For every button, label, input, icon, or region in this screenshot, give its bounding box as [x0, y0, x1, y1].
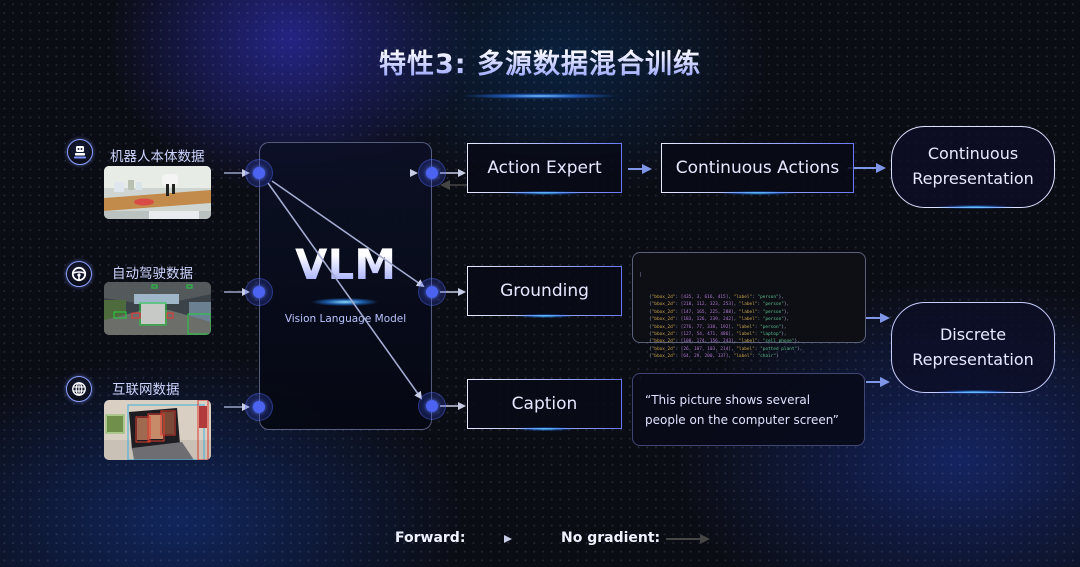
continuous-actions-glow	[718, 191, 798, 195]
code-line: {"bbox_2d": [276, 77, 338, 192], "label"…	[649, 324, 787, 330]
caption-glow	[515, 427, 575, 431]
vlm-output-node-caption	[418, 392, 446, 420]
caption-output-line1: “This picture shows several	[645, 393, 811, 407]
code-line: {"bbox_2d": [108, 174, 156, 243], "label…	[649, 339, 800, 345]
driving-data-thumbnail	[104, 282, 211, 335]
internet-data-thumbnail	[104, 400, 211, 460]
grounding-label: Grounding	[500, 281, 589, 301]
code-line: {"bbox_2d": [435, 3, 616, 415], "label":…	[649, 295, 784, 301]
vlm-output-node-action	[418, 159, 446, 187]
source-label-robot: 机器人本体数据	[110, 149, 205, 165]
vlm-input-node-internet	[245, 393, 273, 421]
robot-icon	[67, 139, 93, 165]
discrete-representation-box: Discrete Representation	[891, 302, 1055, 393]
source-label-internet: 互联网数据	[112, 382, 180, 398]
caption-output-line2: people on the computer screen”	[645, 413, 839, 427]
continuous-actions-box: Continuous Actions	[661, 143, 854, 193]
grounding-glow	[515, 314, 575, 318]
robot-data-thumbnail	[104, 166, 211, 219]
continuous-repr-glow	[935, 205, 1015, 209]
code-open-bracket: [	[639, 272, 642, 278]
code-lines: {"bbox_2d": [435, 3, 616, 415], "label":…	[639, 294, 865, 361]
code-line: {"bbox_2d": [218, 112, 323, 253], "label…	[649, 302, 790, 308]
globe-icon	[66, 376, 92, 402]
continuous-repr-line1: Continuous	[927, 144, 1019, 164]
vlm-glow	[312, 298, 378, 306]
discrete-repr-line2: Representation	[912, 349, 1034, 369]
code-line: {"bbox_2d": [26, 107, 103, 214], "label"…	[649, 346, 803, 352]
continuous-representation-box: Continuous Representation	[891, 126, 1055, 208]
action-expert-label: Action Expert	[487, 158, 602, 178]
caption-box: Caption	[467, 379, 622, 429]
grounding-box: Grounding	[467, 266, 622, 316]
code-line: {"bbox_2d": [147, 165, 225, 288], "label…	[649, 309, 790, 315]
code-line: {"bbox_2d": [127, 54, 471, 486], "label"…	[649, 332, 787, 338]
page-title: 特性3: 多源数据混合训练	[0, 42, 1080, 81]
title-glow	[460, 93, 620, 99]
discrete-repr-line1: Discrete	[939, 324, 1007, 344]
steering-wheel-icon	[66, 261, 92, 287]
continuous-repr-line2: Representation	[912, 169, 1034, 188]
source-label-driving: 自动驾驶数据	[112, 266, 193, 282]
vlm-input-node-driving	[245, 278, 273, 306]
action-expert-box: Action Expert	[467, 143, 622, 193]
vlm-input-node-robot	[245, 159, 273, 187]
vlm-title: VLM	[259, 240, 432, 289]
vlm-subtitle: Vision Language Model	[284, 313, 407, 325]
action-expert-glow	[505, 191, 585, 195]
legend-no-gradient-label: No gradient:	[561, 530, 661, 546]
continuous-actions-label: Continuous Actions	[675, 158, 840, 178]
legend-forward-label: Forward:	[395, 530, 466, 546]
caption-label: Caption	[511, 394, 578, 414]
vlm-output-node-grounding	[418, 278, 446, 306]
code-line: {"bbox_2d": [183, 126, 239, 242], "label…	[649, 317, 790, 323]
grounding-output-code: [ {"bbox_2d": [435, 3, 616, 415], "label…	[632, 252, 866, 382]
caption-output-text: “This picture shows several people on th…	[632, 373, 865, 446]
discrete-repr-glow	[935, 390, 1015, 394]
code-line: {"bbox_2d": [64, 29, 200, 137], "label":…	[649, 354, 779, 360]
